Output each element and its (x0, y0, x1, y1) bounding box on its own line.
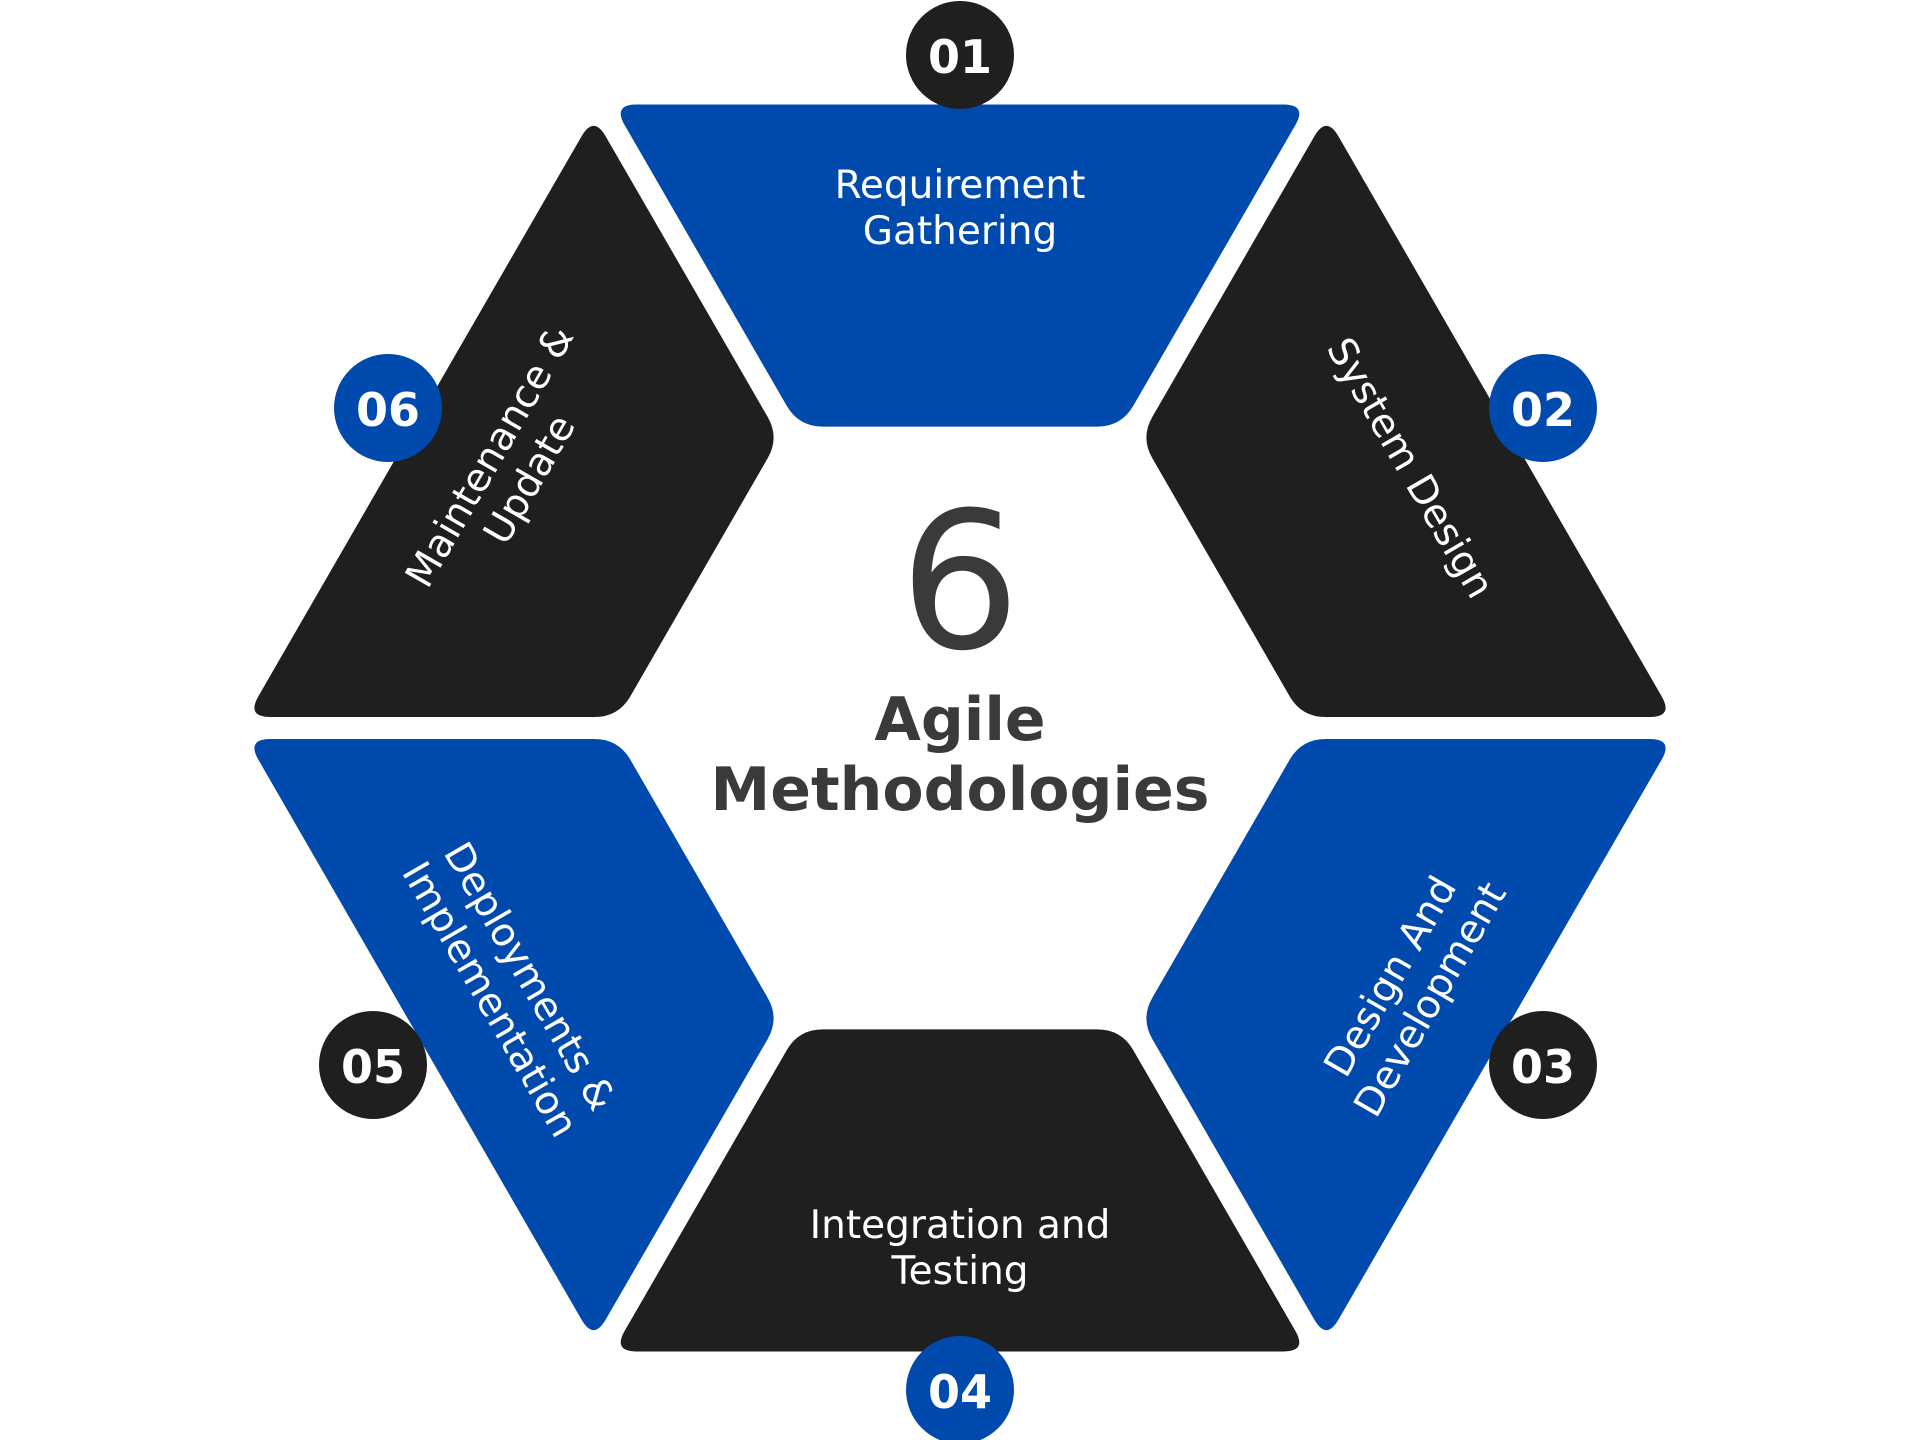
step-badge-02: 02 (1489, 354, 1597, 462)
segment-02: System Design (1146, 125, 1666, 718)
step-badge-circle (334, 354, 442, 462)
segment-label-line: Requirement (835, 163, 1086, 208)
center-hub-group: 6 Agile Methodologies (626, 430, 1294, 1026)
step-badge-number: 06 (356, 383, 420, 437)
badges-layer: 01 02 03 04 05 06 (319, 1, 1597, 1440)
step-badge-circle (1489, 354, 1597, 462)
step-badge-03: 03 (1489, 1011, 1597, 1119)
step-badge-number: 02 (1511, 383, 1575, 437)
center-title-line2: Methodologies (711, 755, 1210, 825)
segment-label-line: Integration and (810, 1203, 1111, 1248)
step-badge-number: 04 (928, 1365, 992, 1419)
step-badge-circle (319, 1011, 427, 1119)
step-badge-01: 01 (906, 1, 1014, 109)
segment-03: Design AndDevelopment (1146, 739, 1666, 1331)
center-hub (626, 430, 1294, 1026)
segment-shape (1146, 739, 1666, 1331)
step-badge-number: 05 (341, 1040, 405, 1094)
segment-shape (1146, 125, 1666, 718)
step-badge-number: 03 (1511, 1040, 1575, 1094)
step-badge-06: 06 (334, 354, 442, 462)
segment-shape (620, 104, 1300, 427)
step-badge-circle (1489, 1011, 1597, 1119)
step-badge-number: 01 (928, 30, 992, 84)
center-number: 6 (900, 472, 1021, 693)
center-title-line1: Agile (874, 685, 1045, 755)
segment-06: Maintenance &Update (254, 125, 774, 718)
segment-label-line: Gathering (863, 209, 1057, 254)
step-badge-circle (906, 1336, 1014, 1440)
step-badge-circle (906, 1, 1014, 109)
segment-05: Deployments &Implementation (254, 739, 774, 1331)
segment-shape (254, 739, 774, 1331)
segment-label-line: Testing (890, 1249, 1028, 1294)
segment-shape (254, 125, 774, 718)
segment-shape (620, 1029, 1300, 1352)
step-badge-04: 04 (906, 1336, 1014, 1440)
step-badge-05: 05 (319, 1011, 427, 1119)
